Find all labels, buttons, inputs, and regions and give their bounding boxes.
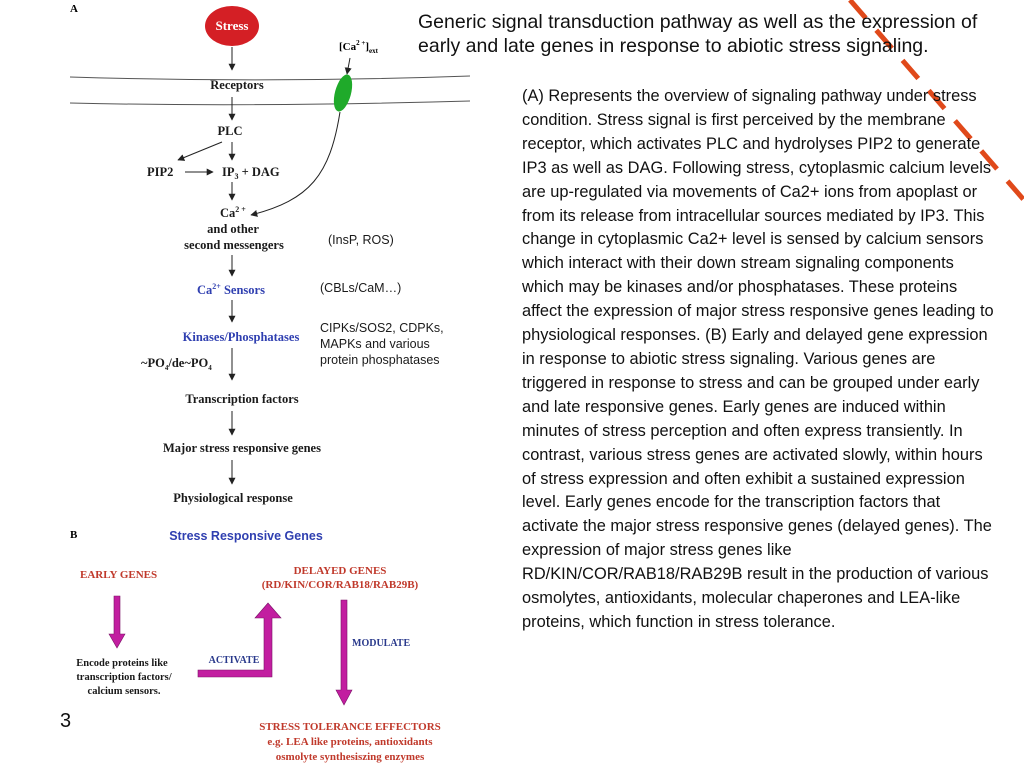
early-genes-arrow (108, 595, 126, 649)
calcium-channel (333, 74, 353, 112)
figure-description: (A) Represents the overview of signaling… (522, 87, 994, 631)
receptors-label: Receptors (210, 78, 264, 92)
stress-label: Stress (216, 18, 249, 33)
early-genes-label: EARLY GENES (80, 569, 157, 581)
cipks-line3: protein phosphatases (320, 353, 440, 367)
encode-line1: Encode proteins like (76, 658, 168, 669)
panel-b-label: B (70, 529, 78, 541)
effectors-line3: osmolyte synthesiszing enzymes (276, 751, 425, 763)
stress-circle (205, 6, 259, 46)
arrow-channel-ca2 (250, 111, 341, 217)
other-messengers-line1: and other (207, 222, 259, 236)
ca-sensors-label: Ca2+ Sensors (197, 282, 265, 297)
insp-ros-label: (InsP, ROS) (328, 233, 394, 247)
stress-responsive-genes-title: Stress Responsive Genes (169, 529, 323, 543)
delayed-genes-line2: (RD/KIN/COR/RAB18/RAB29B) (262, 579, 419, 591)
arrow-plc-pip2 (177, 141, 223, 161)
decorative-dashed-line (848, 0, 1024, 202)
encode-line3: calcium sensors. (88, 686, 161, 697)
ip3-dag-label: IP3 + DAG (222, 165, 280, 181)
physiological-response-label: Physiological response (173, 491, 293, 505)
ca-ext-label: [Ca2 +]ext (339, 39, 379, 55)
modulate-arrow (335, 599, 353, 706)
pip2-label: PIP2 (147, 165, 173, 179)
kinases-phosphatases-label: Kinases/Phosphatases (183, 330, 300, 344)
delayed-genes-line1: DELAYED GENES (294, 565, 387, 577)
panel-a-label: A (70, 3, 78, 15)
effectors-line2: e.g. LEA like proteins, antioxidants (267, 736, 433, 748)
major-stress-genes-label: Major stress responsive genes (163, 441, 321, 455)
activate-arrow (197, 602, 282, 678)
arrow-ca-ext-channel (344, 57, 352, 75)
transcription-factors-label: Transcription factors (185, 392, 298, 406)
ca2-label: Ca2 + (220, 205, 246, 220)
cipks-line2: MAPKs and various (320, 337, 430, 351)
plc-label: PLC (218, 124, 243, 138)
other-messengers-line2: second messengers (184, 238, 284, 252)
effectors-line1: STRESS TOLERANCE EFFECTORS (259, 721, 441, 733)
activate-label: ACTIVATE (209, 655, 260, 666)
modulate-label: MODULATE (352, 638, 410, 649)
membrane-line-outer (69, 75, 471, 81)
cipks-line1: CIPKs/SOS2, CDPKs, (320, 321, 444, 335)
cbls-cam-label: (CBLs/CaM…) (320, 281, 401, 295)
page-number: 3 (60, 710, 72, 732)
phosphorylation-label: ~PO4/de~PO4 (141, 356, 212, 372)
membrane-line-inner (69, 100, 471, 106)
encode-line2: transcription factors/ (76, 672, 172, 683)
slide-title: Generic signal transduction pathway as w… (418, 11, 978, 57)
